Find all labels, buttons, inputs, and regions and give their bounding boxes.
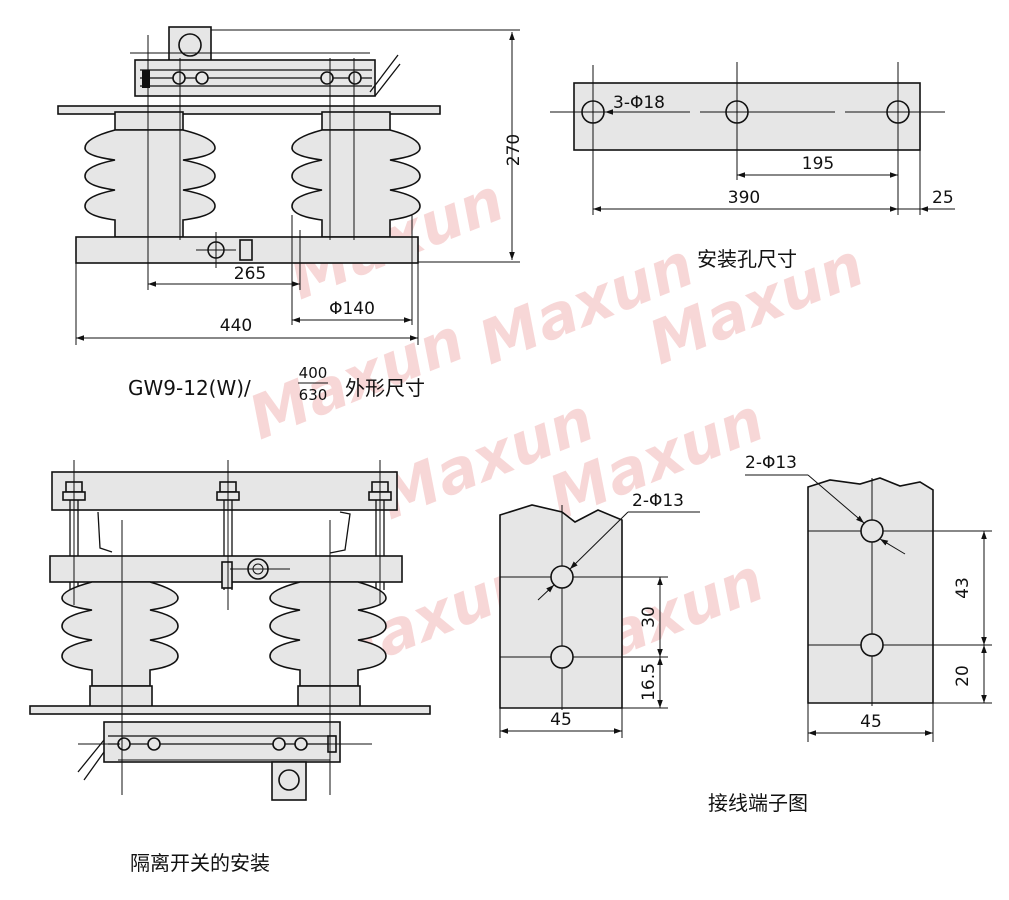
bolt — [195, 71, 209, 85]
installation-view-caption: 隔离开关的安装 — [130, 851, 270, 875]
bolt — [320, 71, 334, 85]
terminal-hole-label: 2-Φ13 — [745, 453, 797, 473]
terminal-view-caption: 接线端子图 — [708, 791, 808, 815]
dim-edge-label: 25 — [932, 188, 954, 208]
dim-total-label: 390 — [728, 188, 760, 208]
leader-line — [807, 474, 865, 524]
contact-jaw — [369, 54, 401, 97]
bolt — [172, 71, 186, 85]
dim-diameter-label: Φ140 — [329, 299, 375, 319]
clamp-plate — [221, 561, 233, 589]
caption-fraction-top: 400 — [299, 364, 328, 382]
lug-hole — [278, 769, 300, 791]
dim-spacing-label: 30 — [639, 606, 659, 628]
leader-line — [569, 511, 629, 570]
bolt — [348, 71, 362, 85]
dim-span-label: 265 — [234, 264, 266, 284]
terminal-plate — [807, 477, 934, 704]
mounting-hole-view: 3-Φ18 195 390 25 安装孔尺寸 — [550, 62, 955, 271]
dim-height-label: 270 — [504, 134, 524, 166]
terminal-view-right: 2-Φ13 43 20 45 — [745, 453, 992, 742]
front-view-caption-suffix: 外形尺寸 — [345, 376, 425, 400]
lug-hole — [178, 33, 202, 57]
caption-fraction-bottom: 630 — [299, 386, 328, 404]
terminal-hole — [860, 519, 884, 543]
mounting-plate — [57, 105, 441, 115]
bolt — [147, 737, 161, 751]
right-insulator — [291, 111, 421, 238]
dim-edge-label: 20 — [953, 665, 973, 687]
terminal-hole-label: 2-Φ13 — [632, 491, 684, 511]
leader-line — [537, 584, 555, 601]
ground-terminal — [239, 239, 253, 261]
dim-edge-label: 16.5 — [639, 663, 659, 701]
bolt — [294, 737, 308, 751]
left-insulator — [61, 581, 179, 711]
dim-spacing-label: 43 — [953, 577, 973, 599]
right-insulator — [269, 581, 387, 711]
mounting-view-caption: 安装孔尺寸 — [697, 247, 797, 271]
front-view: 270 265 Φ140 440 GW9-12(W)/ 400 630 外形尺寸 — [57, 26, 524, 404]
dim-width-label: 45 — [860, 712, 882, 732]
front-view-caption: GW9-12(W)/ — [128, 376, 251, 400]
leader-line — [879, 538, 906, 555]
terminal-hole — [550, 565, 574, 589]
terminal-hole — [550, 645, 574, 669]
hole-spec-label: 3-Φ18 — [613, 93, 665, 113]
terminal-view-left: 2-Φ13 30 16.5 45 — [499, 491, 700, 738]
bottom-plate — [29, 705, 431, 715]
contact-jaw — [77, 739, 105, 781]
dim-pitch-label: 195 — [802, 154, 834, 174]
terminal-hole — [860, 633, 884, 657]
latch-block — [142, 70, 150, 88]
dim-width-label: 440 — [220, 316, 252, 336]
left-insulator — [84, 111, 216, 238]
installation-view: 隔离开关的安装 — [29, 460, 431, 875]
dim-width-label: 45 — [550, 710, 572, 730]
bolt — [272, 737, 286, 751]
